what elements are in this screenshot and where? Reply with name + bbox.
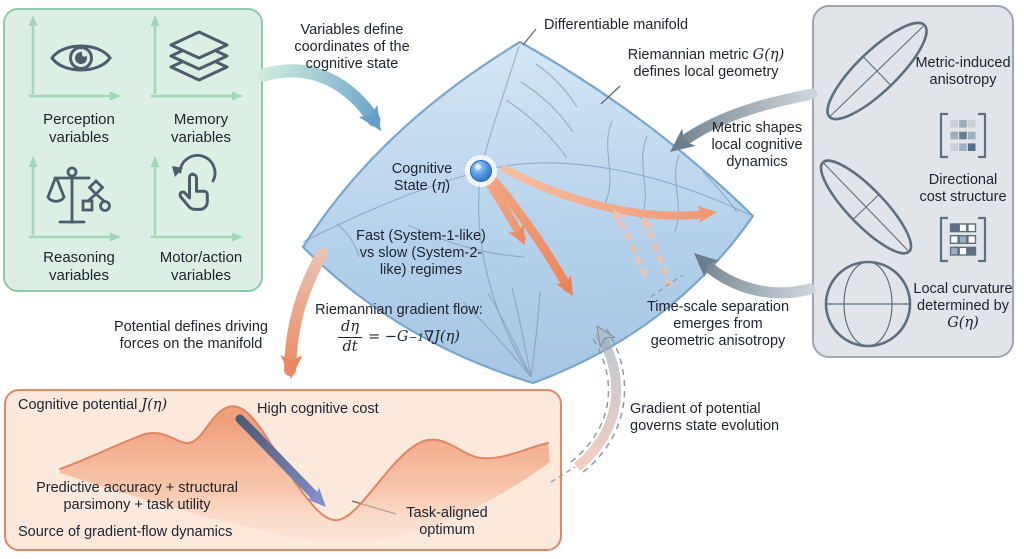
- gradient-flow-arrow-fast-right: [501, 165, 717, 223]
- cognitive-state-sphere: [465, 155, 497, 187]
- curvature-to-manifold-arrow: [694, 253, 816, 299]
- gradient-flow-arrow-long-down: [489, 176, 573, 296]
- gradient-flow-arrow-short: [485, 179, 526, 245]
- potential-to-manifold-dashed-arrow: [570, 324, 626, 473]
- cognitive-state-label: Cognitive State (η): [391, 161, 453, 195]
- differentiable-manifold-label: Differentiable manifold: [544, 17, 689, 33]
- slow-regime-dashed-arrow-2: [642, 216, 673, 288]
- riemannian-metric-label: Riemannian metric G(η) defines local geo…: [627, 47, 785, 81]
- fast-slow-regimes-label: Fast (System-1-like)vs slow (System-2-li…: [356, 228, 486, 279]
- cognitive-potential-label: Cognitive potential J(η): [18, 397, 168, 413]
- variables-to-manifold-arrow: [257, 64, 381, 131]
- source-gradient-flow-label: Source of gradient-flow dynamics: [18, 524, 233, 540]
- high-cost-label: High cognitive cost: [257, 401, 379, 417]
- slow-regime-dashed-arrow-1: [613, 208, 648, 277]
